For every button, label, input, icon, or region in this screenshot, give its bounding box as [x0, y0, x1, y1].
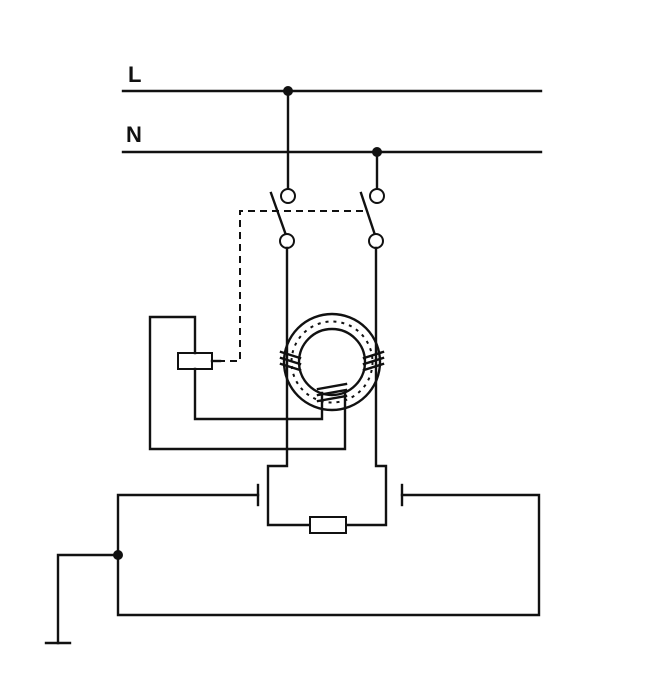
neutral-switch-blade [359, 191, 378, 240]
line-switch-lower-terminal [279, 233, 295, 249]
earth-lead-wire [56, 553, 120, 645]
line-switch-blade [269, 191, 289, 240]
relay-inner-loop-wire [193, 367, 324, 421]
line-conductor-label: L [128, 62, 141, 87]
neutral-switch-lower-terminal [368, 233, 384, 249]
current-transformer-toroid [282, 312, 382, 412]
relay-outer-loop-wire [148, 315, 347, 451]
neutral-load-conductor [344, 246, 388, 527]
line-switch-upper-terminal [280, 188, 296, 204]
load-resistor [309, 516, 347, 534]
neutral-conductor-label: N [126, 122, 142, 147]
trip-relay-coil [177, 352, 213, 370]
line-load-conductor [266, 246, 312, 527]
neutral-switch-upper-terminal [369, 188, 385, 204]
earth-return-loop [116, 493, 541, 617]
line-primary-winding [279, 350, 302, 372]
neutral-primary-winding [362, 350, 385, 372]
mechanical-linkage [218, 210, 367, 362]
secondary-winding [316, 382, 348, 403]
